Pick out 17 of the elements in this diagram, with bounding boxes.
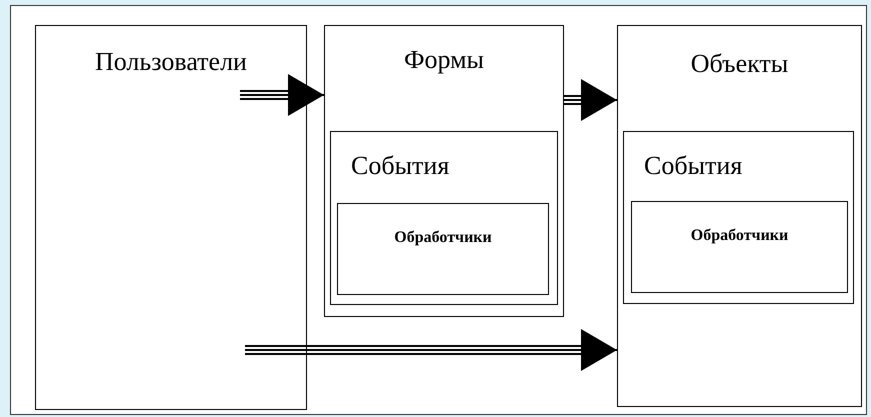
- box-label: Обработчики: [690, 226, 790, 246]
- box-label: События: [643, 150, 744, 182]
- box-label: Пользователи: [94, 46, 248, 78]
- arrow: [563, 79, 618, 121]
- box-label: Обработчики: [393, 228, 493, 248]
- box-label: Объекты: [690, 48, 790, 80]
- box-label: Формы: [402, 44, 486, 76]
- box: [617, 25, 862, 407]
- box: [623, 131, 854, 304]
- box: [631, 201, 848, 293]
- box: [330, 131, 558, 305]
- arrow: [239, 74, 325, 116]
- box: [324, 25, 564, 317]
- box: [337, 203, 549, 295]
- arrow: [244, 329, 618, 371]
- box-label: События: [350, 150, 450, 182]
- box: [35, 25, 307, 410]
